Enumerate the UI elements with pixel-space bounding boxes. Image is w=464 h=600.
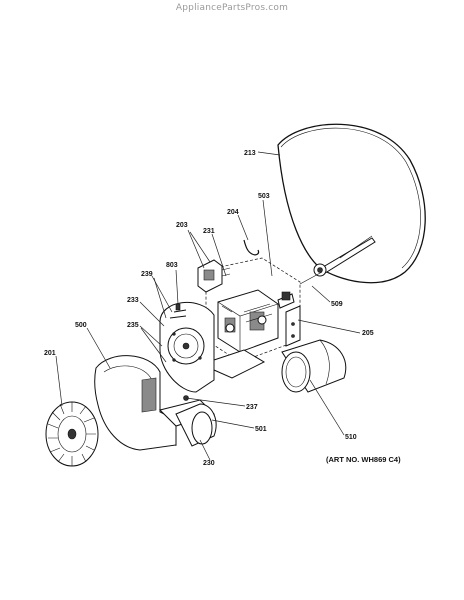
- motor-clip: [243, 239, 260, 256]
- callout-labels: 213 503 204 203 231 239 803 233 500 235 …: [44, 150, 374, 467]
- callout-231: 231: [203, 228, 215, 235]
- callout-205: 205: [362, 330, 374, 337]
- callout-503: 503: [258, 193, 270, 200]
- callout-230: 230: [203, 460, 215, 467]
- drive-motor: [217, 289, 295, 353]
- leader-lines: [55, 151, 361, 461]
- motor-base-plate: [213, 349, 266, 379]
- art-number: (ART NO. WH869 C4): [326, 455, 401, 464]
- callout-239: 239: [141, 271, 153, 278]
- callout-501: 501: [255, 426, 267, 433]
- callout-500: 500: [75, 322, 87, 329]
- blower-wheel: [45, 401, 99, 467]
- exhaust-duct: [281, 339, 347, 393]
- callout-213: 213: [244, 150, 256, 157]
- blower-outlet-duct: [175, 395, 217, 447]
- callout-201: 201: [44, 350, 56, 357]
- idler-pulley-assembly: [299, 235, 376, 285]
- callout-803: 803: [166, 262, 178, 269]
- callout-235: 235: [127, 322, 139, 329]
- callout-509: 509: [331, 301, 343, 308]
- callout-233: 233: [127, 297, 139, 304]
- callout-203: 203: [176, 222, 188, 229]
- drive-belt: [277, 123, 426, 284]
- motor-mount-bracket: [285, 305, 301, 347]
- callout-237: 237: [246, 404, 258, 411]
- watermark: AppliancePartsPros.com: [175, 3, 289, 13]
- callout-510: 510: [345, 434, 357, 441]
- blower-back-plate: [159, 301, 215, 393]
- callout-204: 204: [227, 209, 239, 216]
